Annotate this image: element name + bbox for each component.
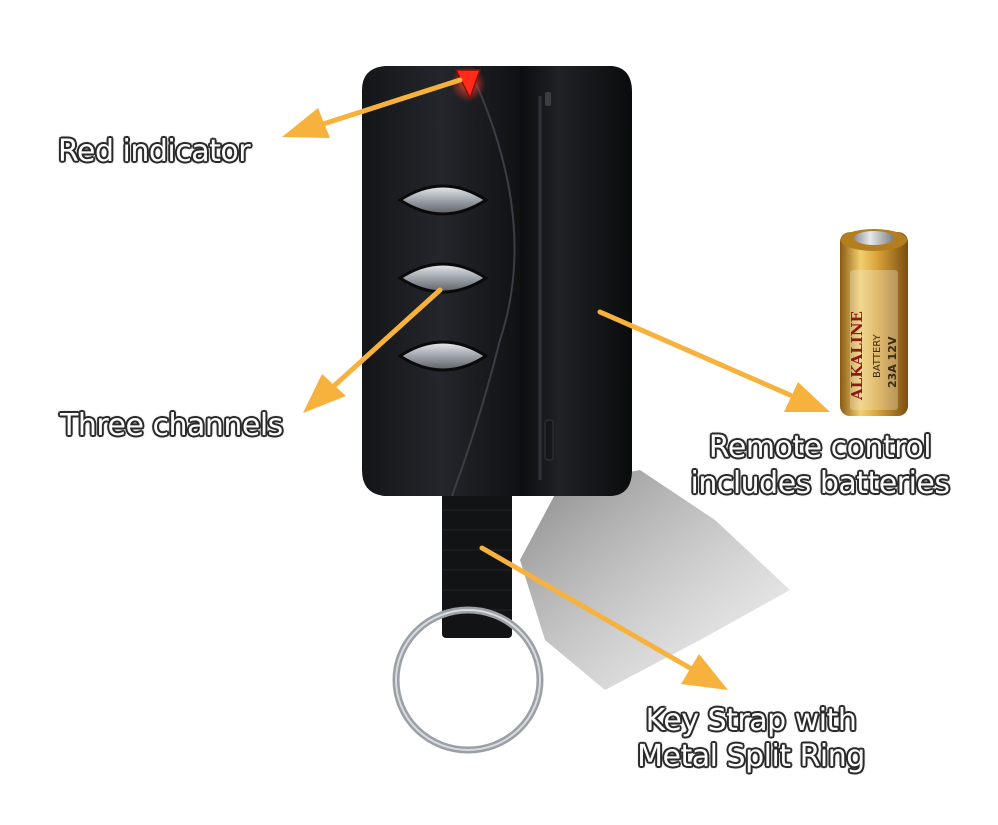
arrow-three-channels <box>303 287 443 413</box>
callout-red-indicator: Red indicator <box>58 134 251 169</box>
arrow-batteries <box>597 309 830 412</box>
battery-label: BATTERY <box>872 333 883 378</box>
channel-button-3[interactable] <box>397 340 489 372</box>
callout-batteries: Remote control includes batteries <box>670 430 970 502</box>
battery: ALKALINE BATTERY 23A 12V <box>840 229 908 416</box>
key-strap <box>442 492 512 638</box>
cast-shadow <box>520 470 790 690</box>
arrow-key-strap <box>479 545 728 690</box>
channel-button-2[interactable] <box>397 262 489 294</box>
callout-key-strap-line2: Metal Split Ring <box>637 739 865 774</box>
callout-key-strap-line1: Key Strap with <box>645 703 857 738</box>
arrow-red-indicator <box>282 77 463 138</box>
battery-model: 23A 12V <box>886 336 899 388</box>
callout-three-channels: Three channels <box>60 408 283 443</box>
red-indicator-led <box>454 69 482 100</box>
callout-batteries-line1: Remote control <box>708 430 932 465</box>
battery-brand: ALKALINE <box>848 311 866 401</box>
callout-key-strap: Key Strap with Metal Split Ring <box>606 703 896 775</box>
channel-button-1[interactable] <box>397 184 489 216</box>
remote-control <box>362 66 632 497</box>
callout-batteries-line2: includes batteries <box>690 466 950 501</box>
